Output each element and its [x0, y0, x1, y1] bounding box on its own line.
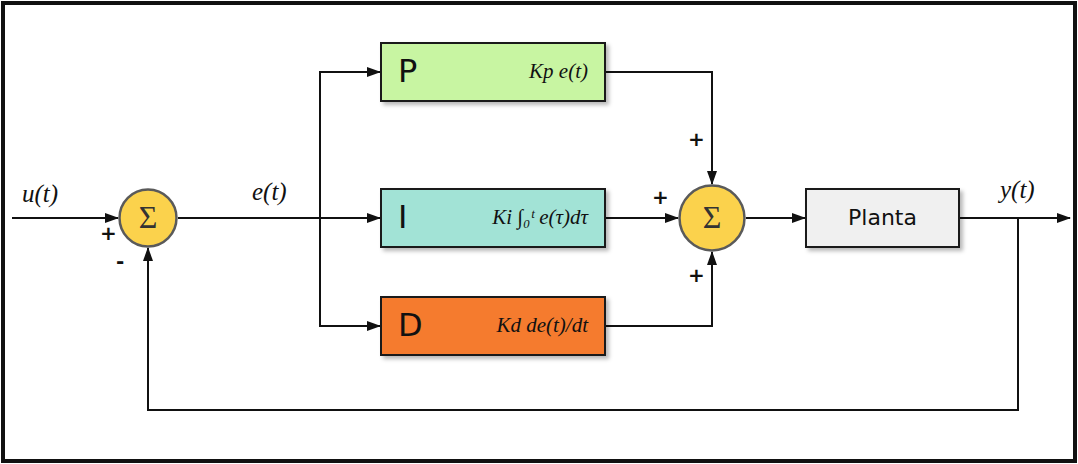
block-letter: P — [398, 54, 417, 89]
frame-border — [3, 3, 1075, 461]
signal-name: e(t) — [252, 178, 287, 206]
block-formula: Kp e(t) — [529, 60, 588, 83]
signal-connector — [606, 217, 678, 219]
integral-block: I Ki ∫₀ᵗ e(τ)dτ — [380, 188, 606, 248]
sign-mark: - — [116, 250, 124, 272]
block-formula: Ki ∫₀ᵗ e(τ)dτ — [492, 206, 588, 229]
junction-circle — [680, 186, 745, 251]
sum-symbol: Σ — [703, 200, 722, 235]
sign-mark: + — [100, 222, 117, 244]
derivative-block: D Kd de(t)/dt — [380, 296, 606, 356]
summing-junction: Σ — [678, 184, 746, 252]
signal-connector — [606, 72, 712, 184]
signal-connector — [178, 218, 380, 326]
plant-block: Planta — [805, 188, 960, 248]
block-formula: Kd de(t)/dt — [496, 314, 588, 337]
block-letter: D — [398, 308, 423, 343]
signal-name: u(t) — [22, 180, 58, 208]
sign-mark: + — [688, 128, 705, 150]
input-signal-line — [12, 217, 118, 219]
signal-connector — [746, 217, 805, 219]
sign-mark: + — [688, 264, 705, 286]
block-name: Planta — [848, 206, 917, 230]
junction-circle — [120, 190, 177, 247]
summing-junction: Σ — [118, 188, 178, 248]
proportional-block: P Kp e(t) — [380, 42, 606, 102]
signal-connector — [178, 72, 380, 218]
sum-symbol: Σ — [139, 200, 158, 235]
signal-name: y(t) — [1000, 176, 1035, 204]
block-letter: I — [398, 200, 407, 235]
signal-connector — [606, 252, 712, 326]
sign-mark: + — [652, 186, 669, 208]
